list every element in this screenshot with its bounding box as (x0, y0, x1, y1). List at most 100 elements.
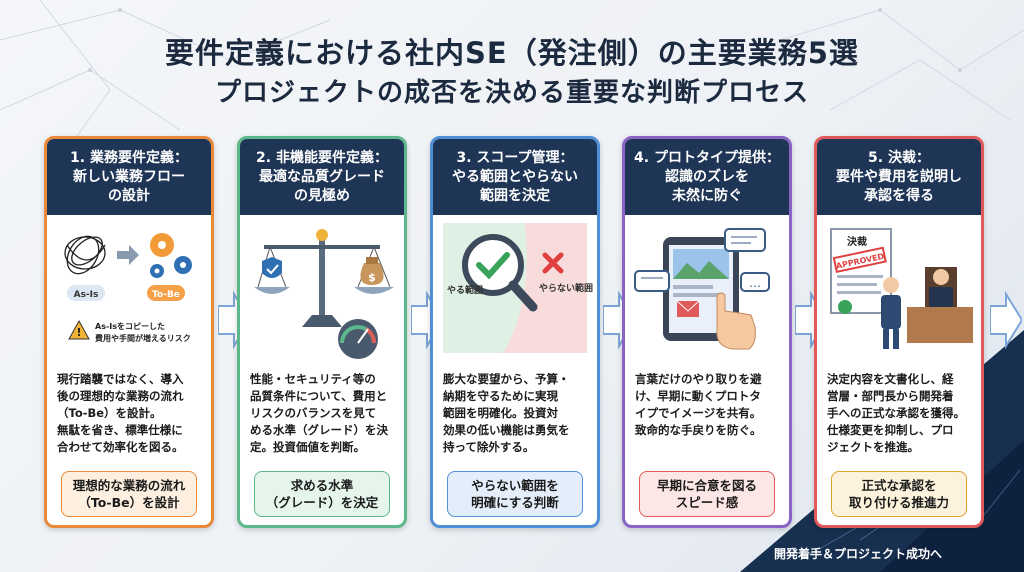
gauge-icon (338, 319, 378, 359)
key-point-box: 早期に合意を図る スピード感 (639, 471, 775, 517)
key-point-line: 明確にする判断 (471, 495, 559, 510)
as-is-label: As-Is (74, 290, 99, 300)
description-line: 品質条件について、費用と (250, 389, 388, 403)
description-line: 膨大な要望から、予算・ (443, 372, 570, 386)
heading-line: の見極め (294, 188, 350, 204)
description-line: 効果の低い機能は勇気を (443, 423, 570, 437)
heading-line: 未然に防ぐ (672, 188, 742, 204)
flow-arrow-final (990, 290, 1022, 350)
footer-caption: 開発着手＆プロジェクト成功へ (774, 547, 943, 561)
heading-line: 最適な品質グレード (259, 169, 385, 185)
key-point-box: 理想的な業務の流れ （To-Be）を設計 (61, 471, 197, 517)
key-point-line: （To-Be）を設計 (78, 495, 180, 510)
hand-pointer-icon (716, 292, 756, 350)
description-line: 言葉だけのやり取りを避 (635, 372, 762, 386)
checkmark-icon (476, 252, 510, 280)
description-line: 決定内容を文書化し、経 (827, 372, 954, 386)
key-point-line: 正式な承認を (861, 478, 937, 493)
scope-illustration: やる範囲 やらない範囲 (443, 223, 593, 353)
tablet-illustration: … (634, 228, 770, 350)
key-point-box: やらない範囲を 明確にする判断 (447, 471, 583, 517)
arrow-icon (117, 245, 139, 265)
description-line: 合わせて効率化を図る。 (57, 440, 184, 454)
magnifier-icon (462, 234, 538, 312)
key-point-line: 求める水準 (290, 478, 354, 493)
description-line: 営層・部門長から開発着 (827, 389, 954, 403)
warning-text: As-Isをコピーした (95, 321, 165, 331)
card-heading: 2. 非機能要件定義： 最適な品質グレード の見極め (240, 139, 404, 215)
card-approval: 5. 決裁： 要件や費用を説明し 承認を得る 決裁 APPROVED 決定内容を… (814, 136, 984, 528)
to-be-label: To-Be (152, 290, 180, 300)
key-point-line: （グレード）を決定 (265, 495, 379, 510)
description-line: 現行踏襲ではなく、導入 (57, 372, 184, 386)
chat-bubble-icon: … (634, 228, 770, 292)
heading-line: 3. スコープ管理： (456, 150, 574, 166)
card-description: 性能・セキュリティ等の 品質条件について、費用と リスクのバランスを見て める水… (250, 371, 400, 456)
as-is-to-be-illustration: As-Is To-Be ! As-Isをコピーした 費用や手間が増えるリスク (64, 233, 192, 343)
heading-line: 要件や費用を説明し (836, 169, 962, 185)
main-title: 要件定義における社内SE（発注側）の主要業務5選 (165, 36, 859, 70)
heading-line: 範囲を決定 (480, 188, 550, 204)
card-description: 現行踏襲ではなく、導入 後の理想的な業務の流れ （To-Be）を設計。 無駄を省… (57, 371, 207, 456)
description-line: める水準（グレード）を決 (250, 423, 388, 437)
in-scope-label: やる範囲 (447, 284, 483, 296)
presenter-person-icon (881, 277, 901, 349)
card-heading: 3. スコープ管理： やる範囲とやらない 範囲を決定 (433, 139, 597, 215)
description-line: 性能・セキュリティ等の (250, 372, 376, 386)
key-point-line: 早期に合意を図る (656, 478, 757, 493)
out-of-scope-label: やらない範囲 (539, 282, 593, 294)
card-non-functional-requirements: 2. 非機能要件定義： 最適な品質グレード の見極め $ 性能・セキュリティ等 (237, 136, 407, 528)
executive-person-icon (907, 267, 973, 343)
heading-line: 1. 業務要件定義： (70, 150, 188, 166)
card-scope-management: 3. スコープ管理： やる範囲とやらない 範囲を決定 やる範囲 やらない範囲 膨… (430, 136, 600, 528)
warning-text: 費用や手間が増えるリスク (95, 333, 191, 343)
to-be-pill (147, 285, 185, 301)
key-point-line: 理想的な業務の流れ (72, 478, 186, 493)
svg-text:$: $ (368, 271, 376, 284)
balance-scale-icon (254, 229, 394, 327)
heading-line: 2. 非機能要件定義： (256, 150, 388, 166)
description-line: 持って除外する。 (443, 440, 535, 454)
description-line: リスクのバランスを見て (250, 406, 377, 420)
card-description: 膨大な要望から、予算・ 納期を守るために実現 範囲を明確化。投資対 効果の低い機… (443, 371, 593, 456)
description-line: 仕様変更を抑制し、プロ (827, 423, 954, 437)
description-line: け、早期に動くプロトタ (635, 389, 761, 403)
tangle-icon (64, 235, 106, 275)
key-point-line: やらない範囲を (471, 478, 559, 493)
gears-icon (150, 233, 192, 278)
description-line: 定。投資価値を判断。 (250, 440, 365, 454)
key-point-line: 取り付ける推進力 (848, 495, 949, 510)
mail-icon (677, 301, 699, 317)
heading-line: やる範囲とやらない (452, 169, 578, 185)
key-point-box: 正式な承認を 取り付ける推進力 (831, 471, 967, 517)
card-business-requirements: 1. 業務要件定義： 新しい業務フロー の設計 As-Is To-Be ! As… (44, 136, 214, 528)
card-prototype: 4. プロトタイプ提供： 認識のズレを 未然に防ぐ … 言葉だけのやり取りを避 … (622, 136, 792, 528)
heading-line: 新しい業務フロー (73, 169, 185, 185)
heading-line: 承認を得る (864, 188, 934, 204)
document-title: 決裁 (847, 235, 867, 248)
scale-illustration: $ (254, 229, 394, 359)
money-bag-icon: $ (360, 257, 384, 285)
card-heading: 5. 決裁： 要件や費用を説明し 承認を得る (817, 139, 981, 215)
description-line: 手への正式な承認を獲得。 (827, 406, 965, 420)
description-line: イプでイメージを共有。 (635, 406, 762, 420)
heading-line: 4. プロトタイプ提供： (634, 150, 780, 166)
description-line: 後の理想的な業務の流れ (57, 389, 184, 403)
card-description: 決定内容を文書化し、経 営層・部門長から開発着 手への正式な承認を獲得。 仕様変… (827, 371, 977, 456)
heading-line: 5. 決裁： (868, 150, 930, 166)
svg-text:!: ! (76, 326, 81, 339)
heading-line: の設計 (108, 188, 150, 204)
seal-icon (838, 300, 852, 314)
description-line: 致命的な手戻りを防ぐ。 (635, 423, 762, 437)
as-is-pill (67, 285, 105, 301)
key-point-line: スピード感 (675, 495, 739, 510)
card-heading: 4. プロトタイプ提供： 認識のズレを 未然に防ぐ (625, 139, 789, 215)
shield-icon (262, 257, 282, 278)
key-point-box: 求める水準 （グレード）を決定 (254, 471, 390, 517)
svg-text:…: … (749, 276, 761, 290)
warning-icon: ! (68, 319, 90, 340)
subtitle: プロジェクトの成否を決める重要な判断プロセス (214, 78, 809, 108)
approval-illustration: 決裁 APPROVED (830, 228, 973, 349)
description-line: 無駄を省き、標準仕様に (57, 423, 183, 437)
description-line: 納期を守るために実現 (443, 389, 558, 403)
